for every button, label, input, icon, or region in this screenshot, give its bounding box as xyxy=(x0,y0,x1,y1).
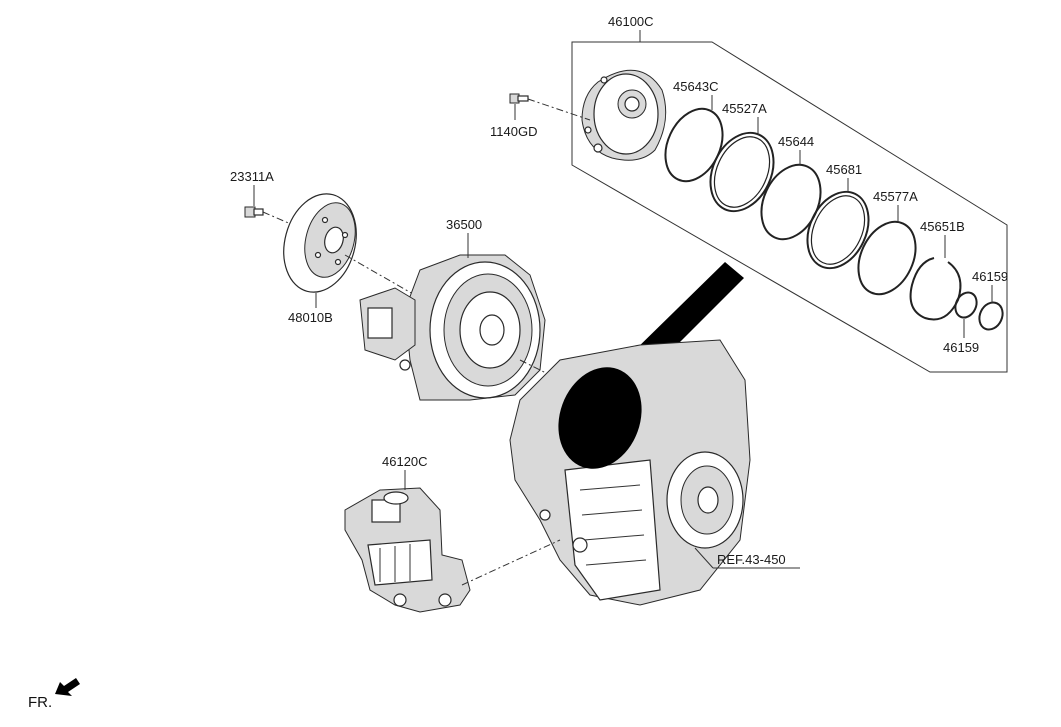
ring-45681[interactable] xyxy=(796,182,881,278)
oil-pump-46120C[interactable] xyxy=(344,487,471,613)
motor-assembly-36500[interactable] xyxy=(359,254,546,401)
label-46100C: 46100C xyxy=(608,14,654,29)
motor-cover-46100C[interactable] xyxy=(581,69,667,161)
label-1140GD: 1140GD xyxy=(490,124,537,139)
callout-wedge xyxy=(630,262,744,370)
label-36500: 36500 xyxy=(446,217,482,232)
ring-45644[interactable] xyxy=(750,155,832,249)
label-45643C: 45643C xyxy=(673,79,719,94)
bolt-1140GD[interactable] xyxy=(509,93,529,104)
label-23311A: 23311A xyxy=(230,169,274,184)
label-46159-bottom: 46159 xyxy=(943,340,979,355)
label-ref-43-450: REF.43-450 xyxy=(717,552,786,567)
direction-label: FR. xyxy=(28,694,52,711)
arrow-left-down-icon xyxy=(55,678,80,696)
o-ring-46159-large[interactable] xyxy=(975,299,1007,334)
label-45577A: 45577A xyxy=(873,189,918,204)
o-ring-46159-small[interactable] xyxy=(951,289,980,321)
kit-outline-46100C xyxy=(571,41,1008,373)
ring-45577A[interactable] xyxy=(847,213,926,304)
leader-ref-43-450 xyxy=(694,547,714,569)
snap-ring-45651B[interactable] xyxy=(909,257,962,321)
highlight-motor-mount xyxy=(558,367,642,469)
label-45644: 45644 xyxy=(778,134,814,149)
drive-plate-48010B[interactable] xyxy=(273,186,366,301)
bolt-23311A[interactable] xyxy=(244,206,264,218)
label-45651B: 45651B xyxy=(920,219,965,234)
label-46159-top: 46159 xyxy=(972,269,1008,284)
ring-45527A[interactable] xyxy=(698,123,785,222)
label-48010B: 48010B xyxy=(288,310,333,325)
leader-bolt-1140GD xyxy=(527,98,591,121)
label-45527A: 45527A xyxy=(722,101,767,116)
label-46120C: 46120C xyxy=(382,454,428,469)
label-45681: 45681 xyxy=(826,162,862,177)
centerline-pump-trans xyxy=(461,539,561,586)
